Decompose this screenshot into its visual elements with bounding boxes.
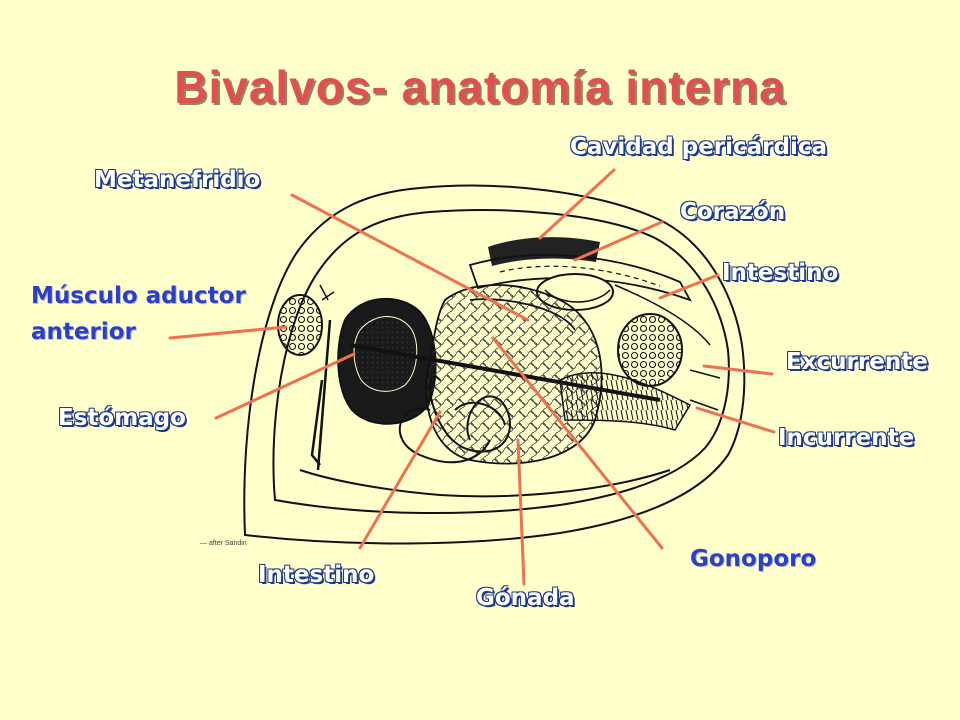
slide-title: Bivalvos- anatomía interna [174, 61, 786, 113]
label-estomago: Estómago [58, 405, 186, 431]
pericardial-region [468, 237, 711, 346]
label-incurrente: Incurrente [778, 425, 915, 451]
intestine-loops [398, 376, 511, 464]
pointer-excurrente [702, 364, 774, 376]
shell-outline [243, 184, 746, 545]
pointer-intestino-bottom [358, 410, 442, 550]
gill-region [349, 343, 721, 431]
pointer-metanefridio [290, 193, 530, 322]
label-metanefridio: Metanefridio [94, 167, 261, 193]
pointer-cavidad [538, 168, 616, 240]
pointer-incurrente [695, 406, 776, 434]
figure-caption: — after Sandin [200, 540, 247, 547]
pointer-intestino-top [658, 273, 720, 300]
label-gonoporo: Gonoporo [690, 546, 817, 572]
pointer-gonoporo [491, 336, 664, 550]
label-musculo-line1: Músculo aductor [31, 283, 246, 309]
pointer-corazon [573, 220, 664, 262]
label-corazon: Corazón [680, 199, 786, 225]
pointer-estomago [214, 352, 356, 420]
label-musculo-line2: anterior [31, 319, 136, 345]
anterior-adductor [277, 284, 335, 356]
label-gonada: Gónada [476, 585, 575, 611]
label-intestino-bottom: Intestino [258, 562, 375, 588]
pointer-gonada [516, 438, 526, 586]
pointer-musculo [168, 325, 288, 340]
stomach-mass [310, 297, 437, 471]
label-intestino-top: Intestino [722, 260, 839, 286]
label-cavidad-pericardica: Cavidad pericárdica [570, 134, 828, 160]
label-excurrente: Excurrente [786, 349, 928, 375]
